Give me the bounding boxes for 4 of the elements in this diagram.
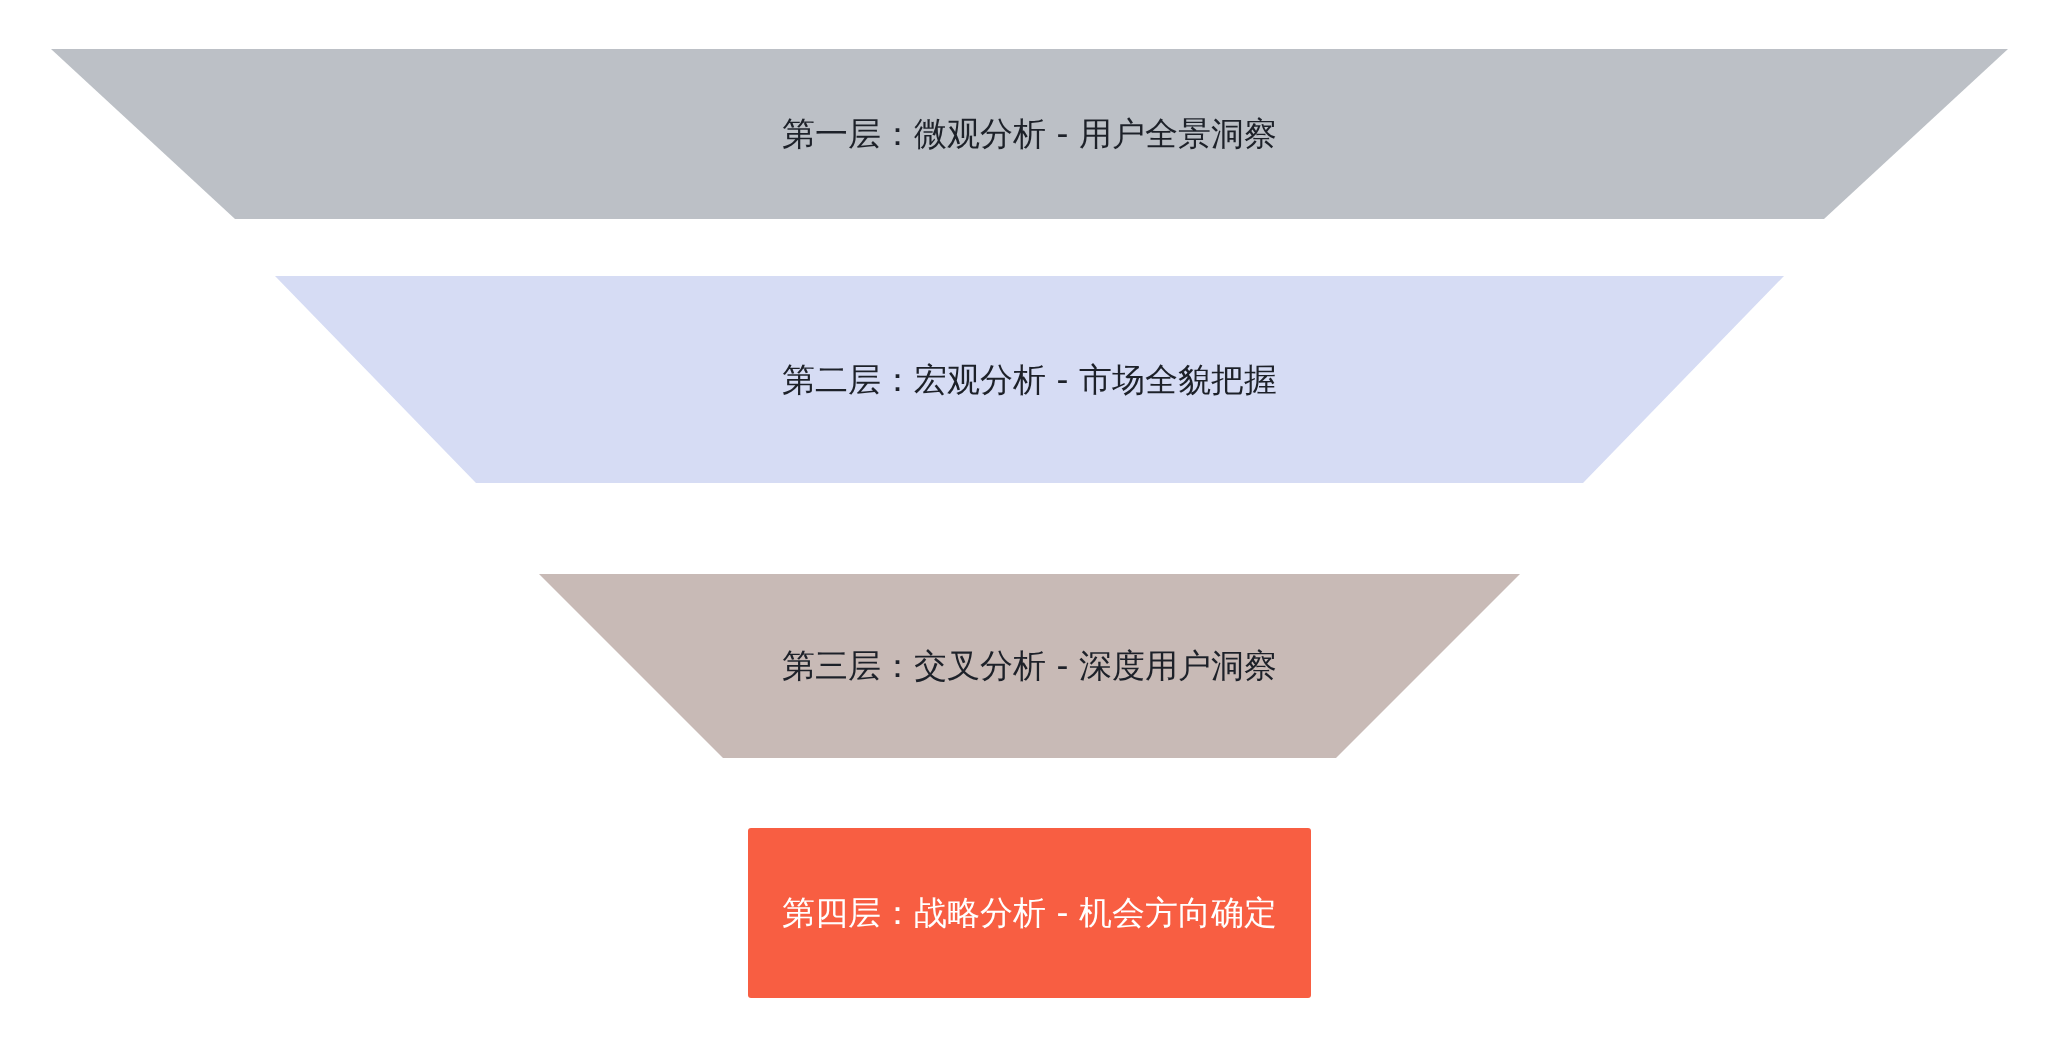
- layer-label: 第二层：宏观分析 - 市场全貌把握: [781, 358, 1278, 400]
- layer-label: 第三层：交叉分析 - 深度用户洞察: [781, 644, 1278, 687]
- layer-label: 第四层：战略分析 - 机会方向确定: [781, 891, 1278, 934]
- layer-label: 第一层：微观分析 - 用户全景洞察: [781, 112, 1278, 155]
